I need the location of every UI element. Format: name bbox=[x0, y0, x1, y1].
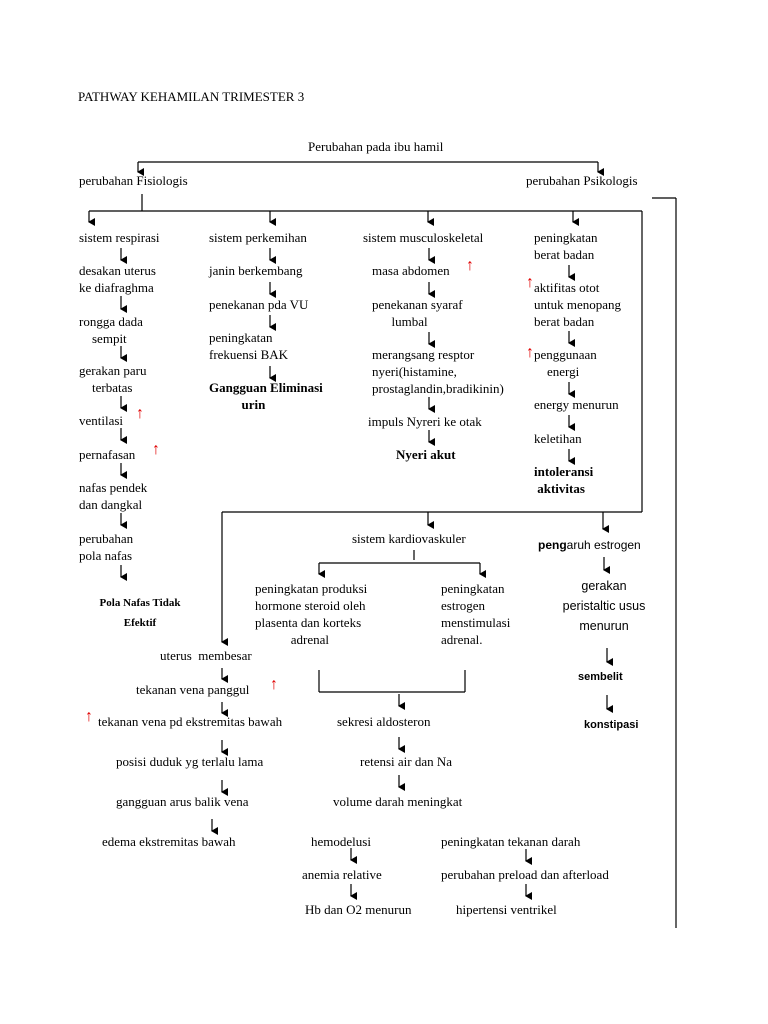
psikologis-node: perubahan Psikologis bbox=[526, 173, 638, 188]
uterus-step-1: uterus membesar bbox=[160, 648, 252, 663]
kardio-hb: Hb dan O2 menurun bbox=[305, 902, 412, 917]
increase-arrow-icon: ↑ bbox=[526, 344, 534, 361]
musculo-step-2: penekanan syaraf lumbal bbox=[372, 297, 463, 329]
respirasi-step-6: nafas pendek dan dangkal bbox=[79, 480, 148, 512]
estrogen-diagnosis: konstipasi bbox=[584, 719, 639, 731]
kardio-tekanan-darah: peningkatan tekanan darah bbox=[441, 834, 581, 849]
uterus-step-5: gangguan arus balik vena bbox=[116, 794, 249, 809]
perkemihan-diagnosis: Gangguan Eliminasi urin bbox=[209, 380, 323, 412]
kardio-preload: perubahan preload dan afterload bbox=[441, 867, 609, 882]
respirasi-step-3: gerakan paru terbatas bbox=[79, 363, 147, 395]
root-node: Perubahan pada ibu hamil bbox=[308, 139, 444, 154]
berat-diagnosis: intoleransi aktivitas bbox=[534, 464, 594, 496]
fisiologis-node: perubahan Fisiologis bbox=[79, 173, 188, 188]
perkemihan-step-2: penekanan pda VU bbox=[209, 297, 309, 312]
musculo-step-1: masa abdomen bbox=[372, 263, 450, 278]
respirasi-step-7: perubahan pola nafas bbox=[79, 531, 134, 563]
respirasi-step-1: desakan uterus ke diafraghma bbox=[79, 263, 156, 295]
berat-step-4: keletihan bbox=[534, 431, 582, 446]
page-title: PATHWAY KEHAMILAN TRIMESTER 3 bbox=[78, 89, 305, 104]
estrogen-head-rest: aruh estrogen bbox=[566, 538, 641, 552]
perkemihan-head: sistem perkemihan bbox=[209, 230, 307, 245]
kardio-hipertensi: hipertensi ventrikel bbox=[456, 902, 557, 917]
increase-arrow-icon: ↑ bbox=[136, 405, 144, 422]
estrogen-step-1: gerakan peristaltic usus menurun bbox=[562, 579, 646, 633]
respirasi-diagnosis: Pola Nafas Tidak Efektif bbox=[99, 597, 181, 629]
kardio-anemia: anemia relative bbox=[302, 867, 382, 882]
kardio-right-branch: peningkatan estrogen menstimulasi adrena… bbox=[441, 581, 511, 647]
kardio-left-branch: peningkatan produksi hormone steroid ole… bbox=[255, 581, 368, 647]
musculo-step-3: merangsang resptor nyeri(histamine, pros… bbox=[372, 347, 504, 396]
musculo-step-4: impuls Nyreri ke otak bbox=[368, 414, 482, 429]
uterus-step-4: posisi duduk yg terlalu lama bbox=[116, 754, 264, 769]
berat-step-2: penggunaan energi bbox=[534, 347, 597, 379]
increase-arrow-icon: ↑ bbox=[526, 274, 534, 291]
respirasi-step-2: rongga dada sempit bbox=[79, 314, 143, 346]
perkemihan-step-3: peningkatan frekuensi BAK bbox=[209, 330, 289, 362]
kardio-step-3: volume darah meningkat bbox=[333, 794, 463, 809]
perkemihan-step-1: janin berkembang bbox=[209, 263, 303, 278]
uterus-step-6: edema ekstremitas bawah bbox=[102, 834, 236, 849]
kardio-head: sistem kardiovaskuler bbox=[352, 531, 466, 546]
berat-step-3: energy menurun bbox=[534, 397, 619, 412]
kardio-hemodelusi: hemodelusi bbox=[311, 834, 371, 849]
musculo-diagnosis: Nyeri akut bbox=[396, 447, 456, 462]
estrogen-head-prefix: peng bbox=[538, 538, 567, 552]
increase-arrow-icon: ↑ bbox=[270, 676, 278, 693]
estrogen-head: pengaruh estrogen bbox=[538, 537, 641, 554]
uterus-step-2: tekanan vena panggul bbox=[136, 682, 250, 697]
berat-head: peningkatan berat badan bbox=[534, 230, 598, 262]
increase-arrow-icon: ↑ bbox=[85, 708, 93, 725]
increase-arrow-icon: ↑ bbox=[466, 257, 474, 274]
kardio-step-2: retensi air dan Na bbox=[360, 754, 453, 769]
respirasi-step-4: ventilasi bbox=[79, 413, 124, 428]
respirasi-step-5: pernafasan bbox=[79, 447, 136, 462]
estrogen-step-2: sembelit bbox=[578, 671, 623, 683]
uterus-step-3: tekanan vena pd ekstremitas bawah bbox=[98, 714, 283, 729]
musculo-head: sistem musculoskeletal bbox=[363, 230, 484, 245]
respirasi-head: sistem respirasi bbox=[79, 230, 160, 245]
kardio-step-1: sekresi aldosteron bbox=[337, 714, 431, 729]
increase-arrow-icon: ↑ bbox=[152, 441, 160, 458]
berat-step-1: aktifitas otot untuk menopang berat bada… bbox=[534, 280, 622, 329]
